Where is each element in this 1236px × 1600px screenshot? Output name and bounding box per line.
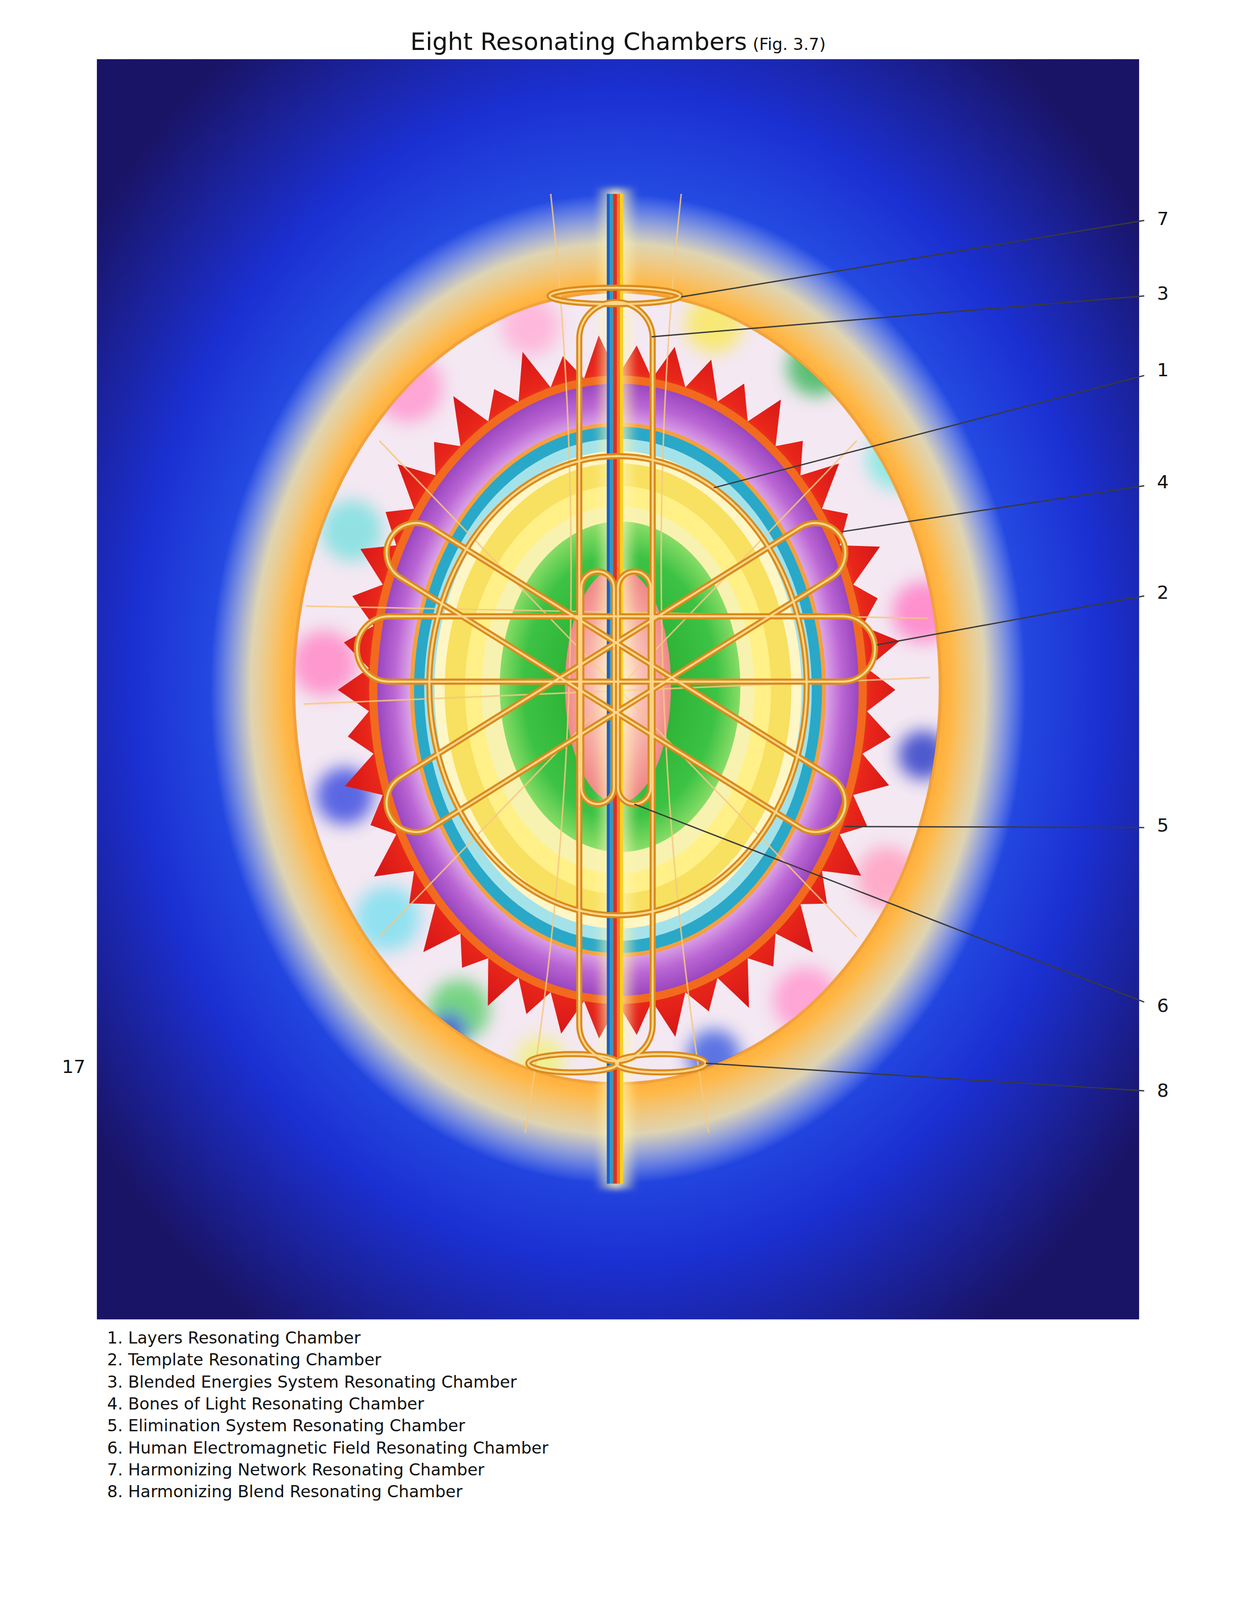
figure-number: (Fig. 3.7) <box>752 34 826 55</box>
beam-stripe <box>606 193 610 1184</box>
title-row: Eight Resonating Chambers(Fig. 3.7) <box>0 27 1236 57</box>
list-item: 3. Blended Energies System Resonating Ch… <box>107 1371 517 1392</box>
leader-line <box>634 803 1145 1002</box>
swirl <box>787 338 845 397</box>
callout-number: 5 <box>1156 814 1169 837</box>
leader-line <box>844 826 1145 828</box>
swirl <box>773 966 839 1033</box>
swirl <box>430 1012 468 1049</box>
swirl <box>373 352 443 423</box>
blue-panel <box>96 59 1140 1319</box>
callout-number: 4 <box>1156 471 1169 494</box>
leader-line <box>681 220 1144 298</box>
callout-number: 7 <box>1156 207 1169 231</box>
list-item: 5. Elimination System Resonating Chamber <box>107 1415 465 1436</box>
swirl <box>866 428 928 490</box>
callout-number: 1 <box>1156 359 1169 382</box>
list-item: 4. Bones of Light Resonating Chamber <box>107 1393 425 1413</box>
swirl <box>856 846 918 908</box>
swirl <box>516 1036 566 1086</box>
page-number: 17 <box>62 1055 86 1078</box>
swirl <box>898 730 948 780</box>
list-item: 8. Harmonizing Blend Resonating Chamber <box>107 1481 463 1502</box>
leader-lines <box>634 220 1145 1091</box>
leader-line <box>705 1062 1145 1091</box>
callout-number: 8 <box>1156 1079 1169 1102</box>
list-item: 1. Layers Resonating Chamber <box>107 1327 361 1348</box>
swirl <box>685 295 743 353</box>
list-item: 6. Human Electromagnetic Field Resonatin… <box>107 1437 549 1458</box>
leader-line <box>713 375 1145 488</box>
callout-number: 6 <box>1156 994 1169 1017</box>
leader-line <box>651 295 1144 337</box>
callout-number: 3 <box>1156 282 1169 305</box>
callout-number: 2 <box>1156 581 1169 604</box>
swirl <box>354 885 421 951</box>
halo <box>209 193 1026 1184</box>
chamber-outline <box>356 287 875 1072</box>
swirl <box>501 298 559 356</box>
leader-line <box>842 485 1145 532</box>
swirl <box>892 581 954 643</box>
leader-line <box>876 595 1144 645</box>
list-item: 2. Template Resonating Chamber <box>107 1349 382 1370</box>
diagram-title: Eight Resonating Chambers <box>410 27 748 57</box>
list-item: 7. Harmonizing Network Resonating Chambe… <box>107 1458 485 1479</box>
chamber-highlight <box>356 287 875 1072</box>
